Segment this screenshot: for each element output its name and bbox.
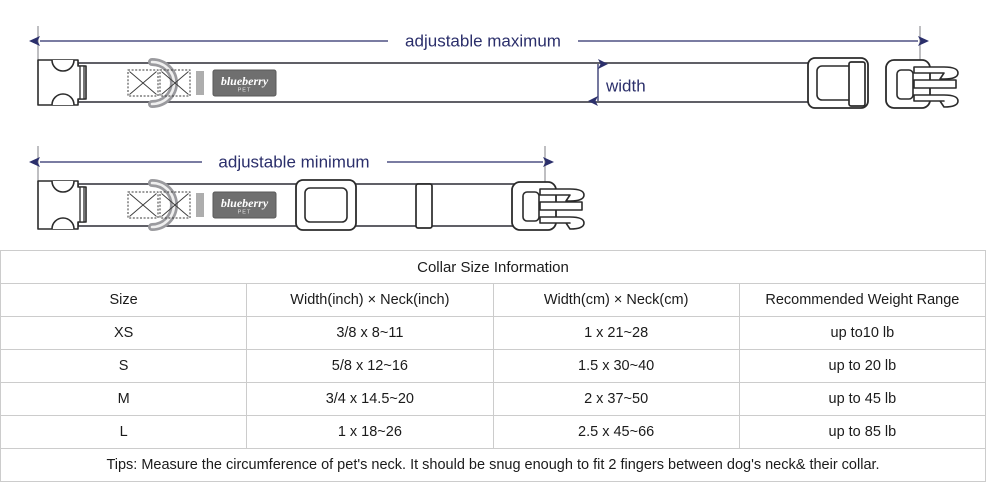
buckle-prong-bottom-max xyxy=(913,94,959,108)
buckle-receiver-notch-bottom-max xyxy=(51,93,75,106)
collar-diagrams: adjustable maximum xyxy=(29,26,959,231)
cell-weight: up to 85 lb xyxy=(738,415,986,449)
table-title: Collar Size Information xyxy=(0,250,986,284)
cell-inch: 3/4 x 14.5~20 xyxy=(246,382,494,416)
brand-name-min: blueberry xyxy=(221,196,269,210)
table-row: L 1 x 18~26 2.5 x 45~66 up to 85 lb xyxy=(0,415,986,449)
table-tips-row: Tips: Measure the circumference of pet's… xyxy=(0,448,986,482)
d-ring-inner-max xyxy=(150,60,176,106)
cell-inch: 3/8 x 8~11 xyxy=(246,316,494,350)
cell-size: M xyxy=(0,382,248,416)
cell-cm: 1.5 x 30~40 xyxy=(492,349,740,383)
tri-glide-inner-min xyxy=(304,187,348,223)
column-header-cm: Width(cm) × Neck(cm) xyxy=(492,283,740,317)
buckle-receiver-min xyxy=(37,180,87,230)
table-row: S 5/8 x 12~16 1.5 x 30~40 up to 20 lb xyxy=(0,349,986,383)
column-header-inch: Width(inch) × Neck(inch) xyxy=(246,283,494,317)
column-header-size: Size xyxy=(0,283,248,317)
ribbed-tag-max xyxy=(196,71,204,95)
table-row: XS 3/8 x 8~11 1 x 21~28 up to10 lb xyxy=(0,316,986,350)
buckle-receiver-notch-top-max xyxy=(51,59,75,72)
label-width: width xyxy=(605,77,646,96)
table-header-row: Size Width(inch) × Neck(inch) Width(cm) … xyxy=(0,283,986,317)
collar-strap-max xyxy=(77,62,839,103)
keeper-loop-max xyxy=(848,61,866,107)
cell-inch: 5/8 x 12~16 xyxy=(246,349,494,383)
buckle-receiver-notch-bottom-min xyxy=(51,217,75,230)
buckle-receiver-slot-max xyxy=(79,65,85,100)
buckle-prong-middle-min xyxy=(539,201,583,211)
cell-weight: up to 45 lb xyxy=(738,382,986,416)
brand-label-min xyxy=(212,191,277,219)
buckle-male-slot-min xyxy=(522,191,540,222)
cell-cm: 2 x 37~50 xyxy=(492,382,740,416)
buckle-male-slot-max xyxy=(896,69,914,100)
cell-inch: 1 x 18~26 xyxy=(246,415,494,449)
buckle-prong-top-min xyxy=(539,188,585,202)
cell-cm: 1 x 21~28 xyxy=(492,316,740,350)
collar-size-table-wrapper: Collar Size Information Size Width(inch)… xyxy=(0,250,986,482)
collar-size-table: Collar Size Information Size Width(inch)… xyxy=(0,250,986,482)
cell-weight: up to 20 lb xyxy=(738,349,986,383)
table-tips: Tips: Measure the circumference of pet's… xyxy=(0,448,986,482)
brand-sub-max: PET xyxy=(238,88,252,94)
diagram-adjustable-maximum: adjustable maximum xyxy=(29,26,959,109)
table-title-row: Collar Size Information xyxy=(0,250,986,284)
buckle-receiver-slot-min xyxy=(79,186,85,223)
brand-name-max: blueberry xyxy=(221,74,269,88)
buckle-prong-top-max xyxy=(913,66,959,80)
cell-weight: up to10 lb xyxy=(738,316,986,350)
table-row: M 3/4 x 14.5~20 2 x 37~50 up to 45 lb xyxy=(0,382,986,416)
cell-size: L xyxy=(0,415,248,449)
buckle-prong-bottom-min xyxy=(539,216,585,230)
buckle-prong-middle-max xyxy=(913,79,957,89)
cell-size: XS xyxy=(0,316,248,350)
cell-size: S xyxy=(0,349,248,383)
column-header-weight: Recommended Weight Range xyxy=(738,283,986,317)
cell-cm: 2.5 x 45~66 xyxy=(492,415,740,449)
brand-sub-min: PET xyxy=(238,210,252,216)
d-ring-inner-min xyxy=(150,181,176,229)
label-adjustable-maximum: adjustable maximum xyxy=(405,32,561,51)
brand-label-max xyxy=(212,69,277,97)
keeper-loop-min xyxy=(415,183,433,229)
ribbed-tag-min xyxy=(196,193,204,217)
buckle-receiver-notch-top-min xyxy=(51,180,75,193)
diagram-adjustable-minimum: adjustable minimum xyxy=(29,146,585,231)
label-adjustable-minimum: adjustable minimum xyxy=(218,153,369,172)
